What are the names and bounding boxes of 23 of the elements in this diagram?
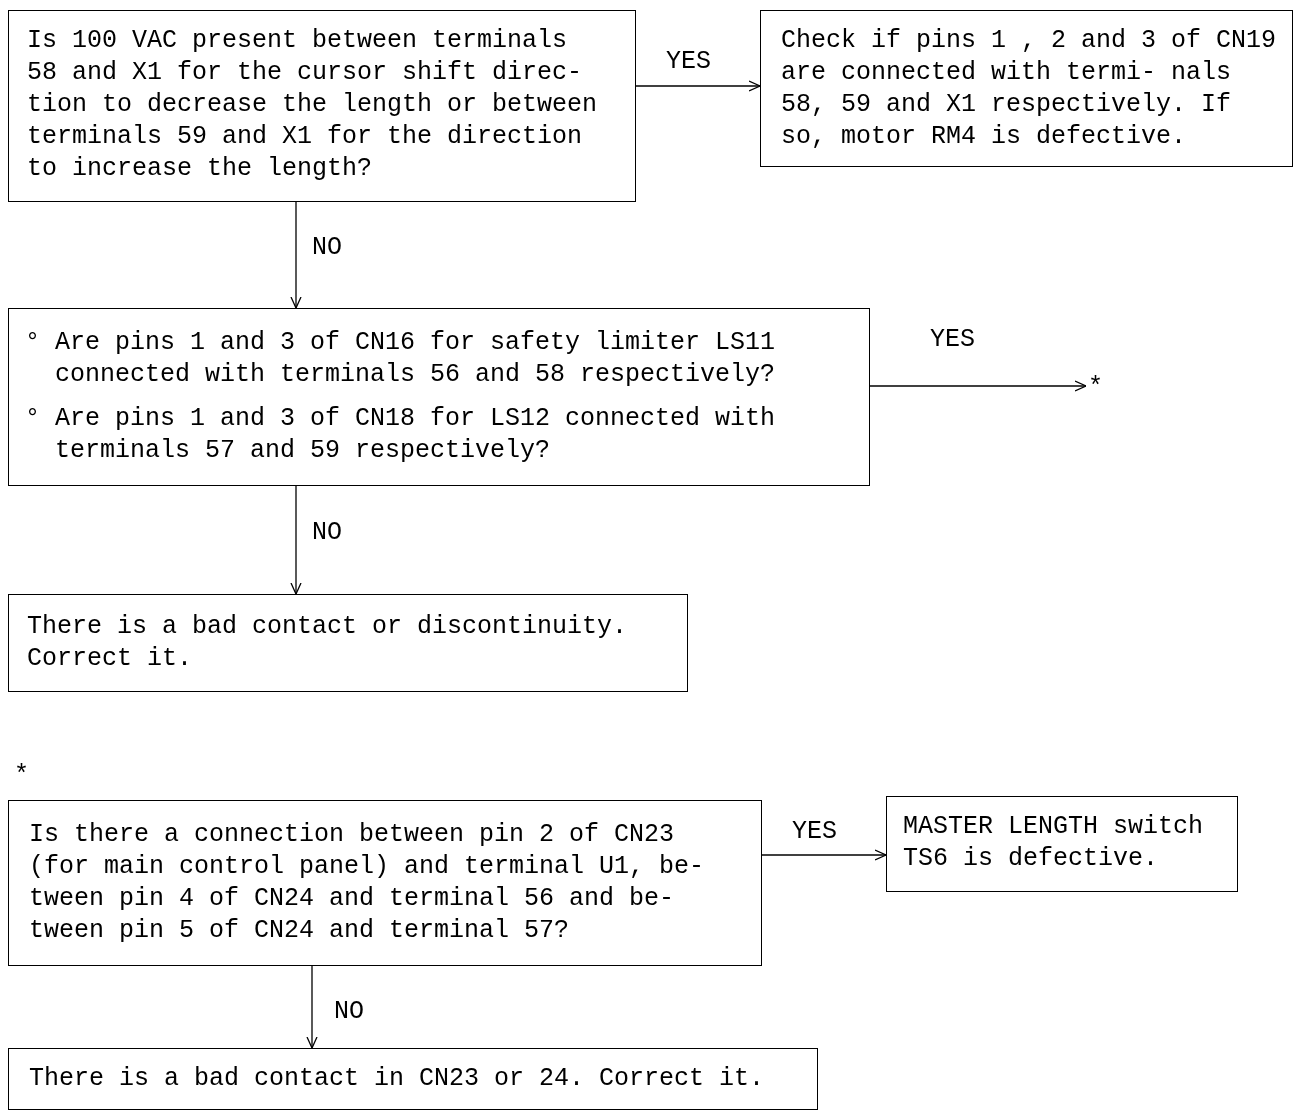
process-box (8, 800, 762, 966)
process-box (8, 594, 688, 692)
process-box (8, 1048, 818, 1110)
box-text: There is a bad contact or discontinuity. Correct it. (27, 611, 629, 675)
box-text: ° Are pins 1 and 3 of CN18 for LS12 connected with terminals 57 and 59 respectively? (25, 403, 777, 467)
process-box (760, 10, 1293, 167)
process-box (8, 10, 636, 202)
box-text: ° Are pins 1 and 3 of CN16 for safety limiter LS11 connected with terminals 56 and 58 respectively? (25, 327, 777, 391)
arrow (635, 80, 761, 92)
box-text: Is 100 VAC present between terminals 58 and X1 for the cursor shift direc- tion to decrease the length or between terminals 59 and X1 for the direction to increase the length? (27, 25, 599, 185)
asterisk-mark: * (14, 760, 29, 792)
box-text: Is there a connection between pin 2 of CN23 (for main control panel) and terminal U1, be- tween pin 4 of CN24 and terminal 56 and be- tween pin 5 of CN24 and terminal 57? (29, 819, 706, 947)
box-text: There is a bad contact in CN23 or 24. Correct it. (29, 1063, 766, 1095)
box-text: Check if pins 1 , 2 and 3 of CN19 are connected with termi- nals 58, 59 and X1 respectively. If so, motor RM4 is defective. (781, 25, 1278, 153)
arrow (290, 485, 302, 595)
asterisk-mark: * (1088, 372, 1104, 404)
arrow (306, 965, 318, 1049)
arrow (761, 849, 887, 861)
process-box (8, 308, 870, 486)
arrow (290, 201, 302, 309)
box-text: MASTER LENGTH switch TS6 is defective. (903, 811, 1205, 875)
arrow (869, 380, 1087, 392)
process-box (886, 796, 1238, 892)
